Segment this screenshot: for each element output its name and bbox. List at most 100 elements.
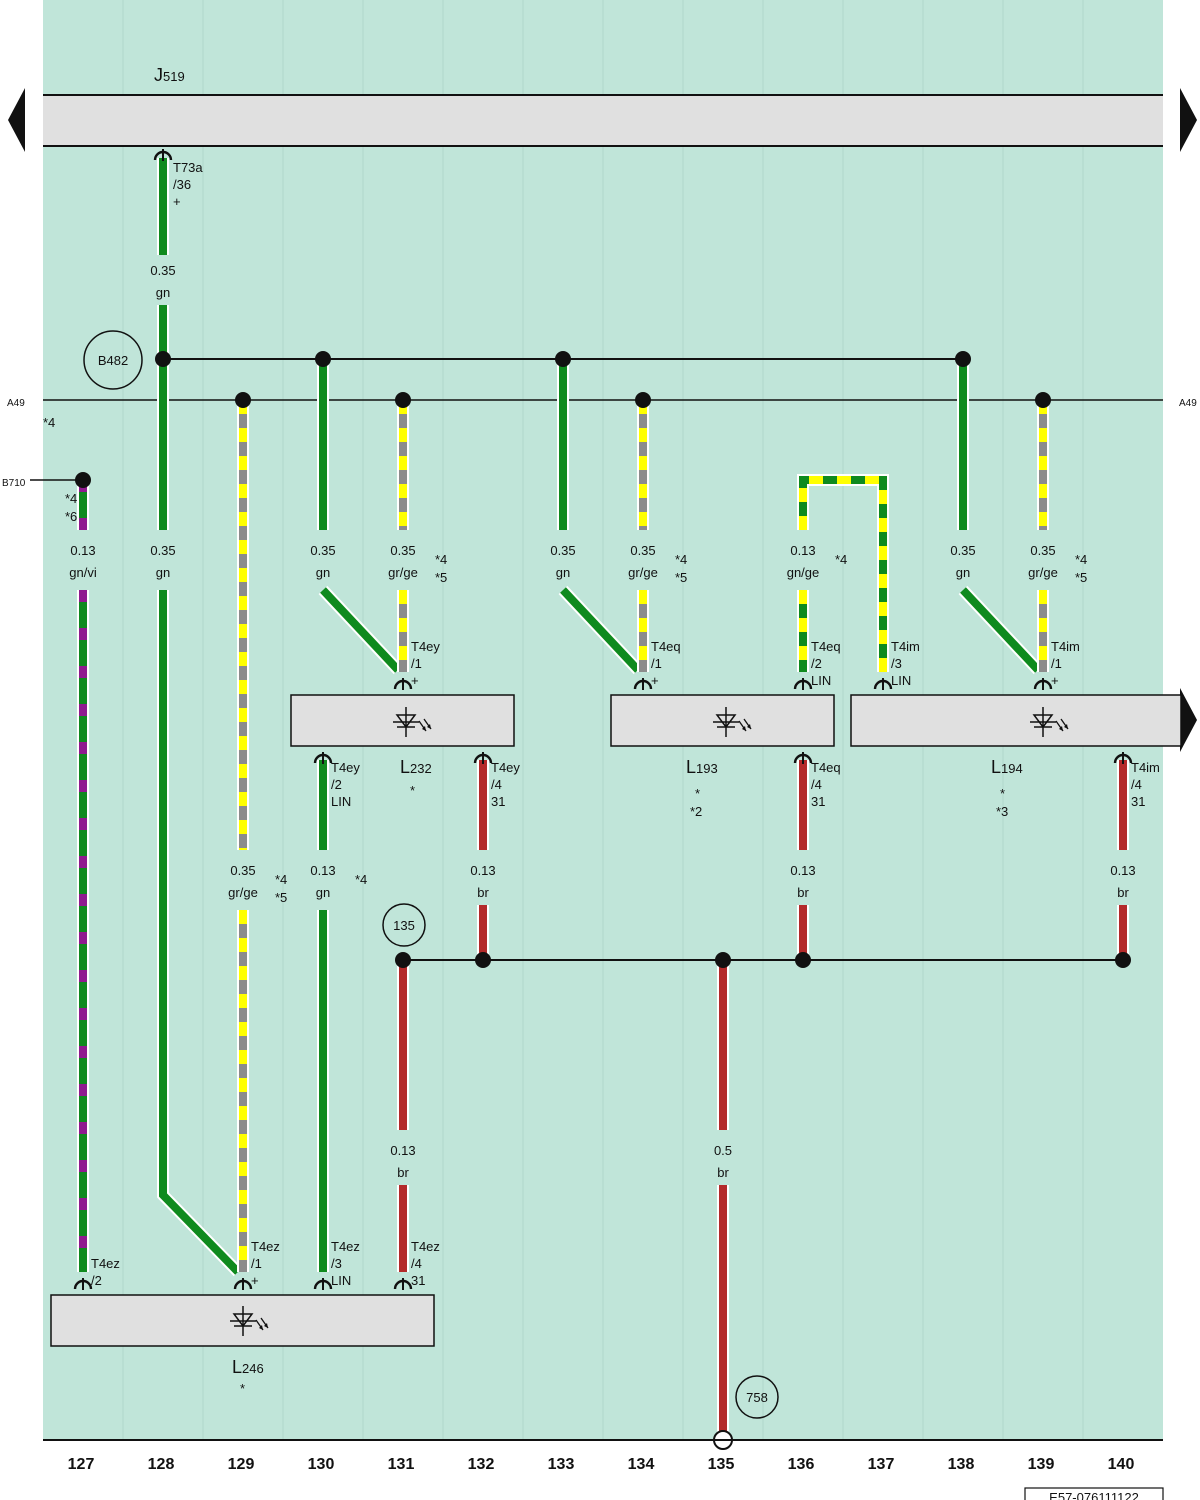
svg-text:0.35: 0.35 — [950, 543, 975, 558]
svg-text:T4ez: T4ez — [251, 1239, 280, 1254]
svg-text:/4: /4 — [811, 777, 822, 792]
svg-text:*5: *5 — [275, 890, 287, 905]
junction-b482 — [83, 330, 143, 390]
l193-note-2: *2 — [690, 804, 702, 819]
svg-text:LIN: LIN — [331, 1273, 351, 1288]
svg-text:/4: /4 — [491, 777, 502, 792]
l194-note-2: *3 — [996, 804, 1008, 819]
svg-text:gn: gn — [316, 565, 330, 580]
svg-text:133: 133 — [548, 1456, 575, 1473]
svg-text:0.13: 0.13 — [790, 543, 815, 558]
wire-130-upper — [317, 359, 403, 675]
svg-text:/1: /1 — [411, 656, 422, 671]
rail-label-right: A49 — [1179, 398, 1197, 409]
svg-text:/4: /4 — [1131, 777, 1142, 792]
svg-text:gn: gn — [156, 285, 170, 300]
svg-text:T4eq: T4eq — [811, 639, 841, 654]
footer-code: E57-076111122 — [1049, 1490, 1139, 1500]
svg-text:*4: *4 — [675, 552, 687, 567]
svg-text:T4im: T4im — [1131, 760, 1160, 775]
svg-text:gn: gn — [556, 565, 570, 580]
wire-136-137-lin — [797, 474, 889, 672]
b710-note-2: *6 — [65, 509, 77, 524]
svg-text:*5: *5 — [1075, 570, 1087, 585]
svg-text:+: + — [1051, 673, 1059, 688]
svg-text:+: + — [251, 1273, 259, 1288]
svg-text:T4ez: T4ez — [331, 1239, 360, 1254]
page-left-arrow[interactable] — [8, 88, 25, 152]
svg-text:0.13: 0.13 — [1110, 863, 1135, 878]
b710-label: B710 — [2, 478, 26, 489]
wire-ground-browns — [397, 760, 1129, 1432]
svg-text:*4: *4 — [435, 552, 447, 567]
svg-text:/2: /2 — [331, 777, 342, 792]
wire-128 — [157, 158, 243, 1277]
svg-text:0.35: 0.35 — [390, 543, 415, 558]
svg-text:140: 140 — [1108, 1456, 1135, 1473]
svg-text:0.13: 0.13 — [310, 863, 335, 878]
svg-text:130: 130 — [308, 1456, 335, 1473]
svg-text:br: br — [397, 1165, 409, 1180]
svg-text:+: + — [173, 194, 181, 209]
svg-text:0.35: 0.35 — [630, 543, 655, 558]
l193-note-1: * — [695, 786, 700, 801]
svg-text:137: 137 — [868, 1456, 895, 1473]
svg-text:LIN: LIN — [811, 673, 831, 688]
svg-text:/3: /3 — [891, 656, 902, 671]
svg-text:gr/ge: gr/ge — [1028, 565, 1058, 580]
svg-text:T73a: T73a — [173, 160, 203, 175]
svg-text:0.35: 0.35 — [150, 543, 175, 558]
svg-text:*4: *4 — [275, 872, 287, 887]
svg-text:LIN: LIN — [331, 794, 351, 809]
svg-text:0.35: 0.35 — [1030, 543, 1055, 558]
l246-note: * — [240, 1381, 245, 1396]
component-l232 — [290, 694, 515, 747]
svg-text:0.13: 0.13 — [790, 863, 815, 878]
junction-758 — [735, 1375, 779, 1419]
svg-text:gr/ge: gr/ge — [388, 565, 418, 580]
svg-text:LIN: LIN — [891, 673, 911, 688]
component-l193 — [610, 694, 835, 747]
footnote-markers: *4*5 *4*5 *4 *4*5 *4*5 *4 — [275, 552, 1087, 905]
svg-text:T4ey: T4ey — [411, 639, 440, 654]
svg-text:0.5: 0.5 — [714, 1143, 732, 1158]
svg-text:/36: /36 — [173, 177, 191, 192]
junction-135-label: 135 — [393, 918, 415, 933]
svg-text:139: 139 — [1028, 1456, 1055, 1473]
svg-text:31: 31 — [811, 794, 825, 809]
l193-label: L193 — [686, 757, 718, 777]
svg-text:0.35: 0.35 — [230, 863, 255, 878]
svg-text:/1: /1 — [651, 656, 662, 671]
svg-text:br: br — [1117, 885, 1129, 900]
svg-text:gn/vi: gn/vi — [69, 565, 97, 580]
svg-text:127: 127 — [68, 1456, 95, 1473]
svg-text:31: 31 — [491, 794, 505, 809]
page-right-arrow[interactable] — [1180, 88, 1197, 152]
svg-text:gn/ge: gn/ge — [787, 565, 820, 580]
svg-text:31: 31 — [1131, 794, 1145, 809]
svg-text:129: 129 — [228, 1456, 255, 1473]
svg-text:br: br — [717, 1165, 729, 1180]
svg-text:128: 128 — [148, 1456, 175, 1473]
svg-text:0.13: 0.13 — [70, 543, 95, 558]
svg-text:0.13: 0.13 — [390, 1143, 415, 1158]
svg-text:0.35: 0.35 — [150, 263, 175, 278]
junction-758-label: 758 — [746, 1390, 768, 1405]
svg-text:gr/ge: gr/ge — [228, 885, 258, 900]
page-right-arrow-2[interactable] — [1180, 688, 1197, 752]
svg-text:br: br — [477, 885, 489, 900]
svg-text:138: 138 — [948, 1456, 975, 1473]
component-l194 — [850, 694, 1182, 747]
svg-text:/4: /4 — [411, 1256, 422, 1271]
control-unit-bar — [43, 95, 1163, 146]
l246-label: L246 — [232, 1357, 264, 1377]
svg-text:135: 135 — [708, 1456, 735, 1473]
svg-text:+: + — [651, 673, 659, 688]
junction-b482-label: B482 — [98, 353, 128, 368]
l194-label: L194 — [991, 757, 1023, 777]
svg-text:+: + — [411, 673, 419, 688]
svg-text:T4eq: T4eq — [811, 760, 841, 775]
